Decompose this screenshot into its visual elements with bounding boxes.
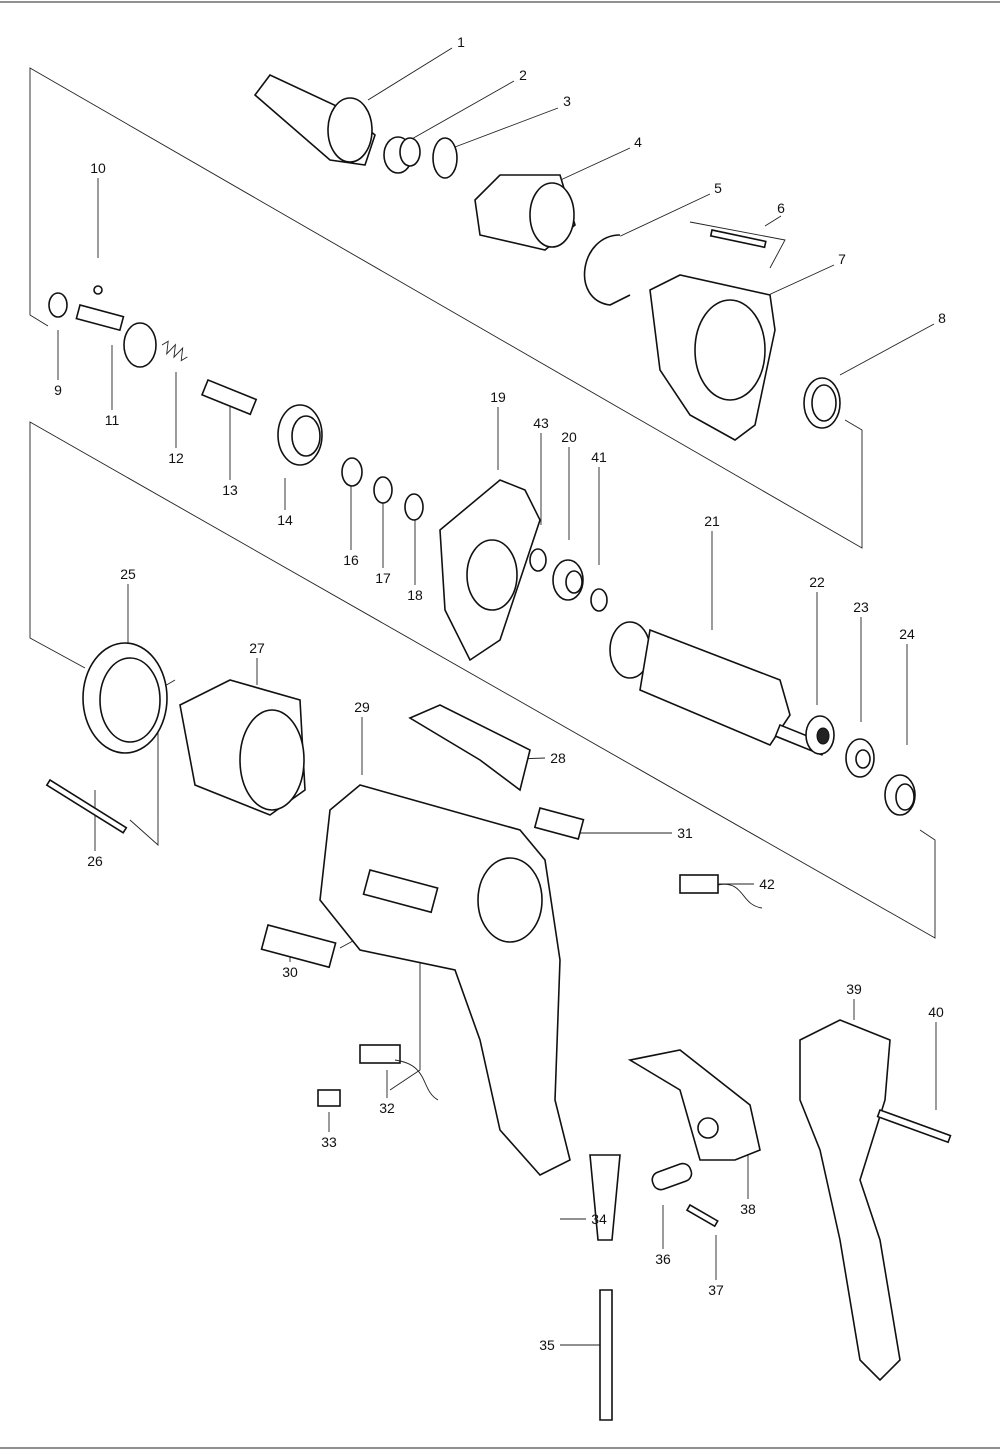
part-40-screw: [876, 1108, 952, 1144]
part-26-hex-bolt: [45, 778, 128, 834]
part-19-bearing-box: [439, 479, 541, 662]
part-18-washer: [404, 493, 424, 521]
callout-31: 31: [677, 825, 693, 841]
callout-35: 35: [539, 1337, 555, 1353]
leader-lines: [57, 47, 937, 1346]
part-33-carbon-brush: [317, 1089, 341, 1107]
callout-14: 14: [277, 512, 293, 528]
leader-line-5: [611, 193, 711, 241]
part-7-gear-housing: [649, 274, 776, 441]
part-34-strain-relief: [589, 1154, 621, 1241]
callout-11: 11: [104, 412, 120, 428]
part-5-ring-spring: [583, 234, 631, 306]
callout-3: 3: [563, 93, 571, 109]
callout-5: 5: [714, 180, 722, 196]
leader-line-1: [367, 47, 453, 101]
callout-34: 34: [591, 1211, 607, 1227]
callout-13: 13: [222, 482, 238, 498]
part-9-clutch-cam: [48, 292, 68, 318]
callout-20: 20: [561, 429, 577, 445]
callout-16: 16: [343, 552, 359, 568]
part-17-washer: [373, 476, 393, 504]
leader-line-7: [761, 264, 835, 299]
callout-7: 7: [838, 251, 846, 267]
callout-6: 6: [777, 200, 785, 216]
part-11-spindle: [75, 304, 157, 368]
callout-28: 28: [550, 750, 566, 766]
part-24-ring: [884, 774, 916, 816]
part-38-switch: [627, 1049, 761, 1161]
leader-line-8: [839, 323, 935, 376]
callout-25: 25: [120, 566, 136, 582]
part-37-screw: [685, 1203, 719, 1228]
part-10-steel-ball: [93, 285, 103, 295]
part-25-baffle-ring: [82, 642, 168, 754]
callout-8: 8: [938, 310, 946, 326]
part-32-brush-holder: [359, 1044, 439, 1101]
callout-12: 12: [168, 450, 184, 466]
callout-39: 39: [846, 981, 862, 997]
leader-line-6: [764, 215, 782, 227]
callout-10: 10: [90, 160, 106, 176]
part-22-bearing: [805, 715, 835, 755]
part-43-washer: [529, 548, 547, 572]
part-12-spring: [161, 340, 188, 362]
callout-42: 42: [759, 876, 775, 892]
callout-29: 29: [354, 699, 370, 715]
part-27-field: [179, 679, 306, 816]
part-20-ball-bearing: [552, 559, 584, 601]
part-31-label: [533, 807, 585, 840]
callout-19: 19: [490, 389, 506, 405]
callout-9: 9: [54, 382, 62, 398]
part-36-cord-clamp: [651, 1162, 693, 1191]
part-23-bearing: [845, 738, 875, 778]
callout-33: 33: [321, 1134, 337, 1150]
callout-32: 32: [379, 1100, 395, 1116]
leader-line-3: [454, 107, 559, 148]
callout-26: 26: [87, 853, 103, 869]
callout-40: 40: [928, 1004, 944, 1020]
callout-43: 43: [533, 415, 549, 431]
callout-41: 41: [591, 449, 607, 465]
callout-23: 23: [853, 599, 869, 615]
callout-22: 22: [809, 574, 825, 590]
part-16-washer: [341, 457, 363, 487]
part-2-locator: [383, 136, 421, 174]
leader-line-2: [409, 80, 515, 141]
callout-38: 38: [740, 1201, 756, 1217]
callout-24: 24: [899, 626, 915, 642]
part-29-motor-housing: [319, 784, 571, 1176]
callout-2: 2: [519, 67, 527, 83]
part-28-cover: [408, 704, 531, 792]
callout-4: 4: [634, 134, 642, 150]
callout-21: 21: [704, 513, 720, 529]
part-30-label: [260, 924, 337, 969]
callout-17: 17: [375, 570, 391, 586]
part-42-brush-holder: [679, 874, 763, 909]
callout-30: 30: [282, 964, 298, 980]
part-1-nose-cap: [253, 74, 376, 166]
callout-37: 37: [708, 1282, 724, 1298]
part-6-screw: [709, 229, 767, 249]
part-13-pin: [200, 378, 258, 416]
part-8-ring: [803, 377, 841, 429]
part-21-armature: [609, 621, 828, 756]
part-35-cord: [599, 1289, 613, 1421]
part-4-sleeve: [474, 174, 576, 251]
callout-18: 18: [407, 587, 423, 603]
callout-1: 1: [457, 34, 465, 50]
callout-27: 27: [249, 640, 265, 656]
callout-36: 36: [655, 1251, 671, 1267]
part-41-washer: [590, 588, 608, 612]
part-39-handle-cover: [799, 1019, 901, 1382]
part-3-o-ring: [432, 137, 458, 179]
part-14-gear: [277, 404, 323, 466]
